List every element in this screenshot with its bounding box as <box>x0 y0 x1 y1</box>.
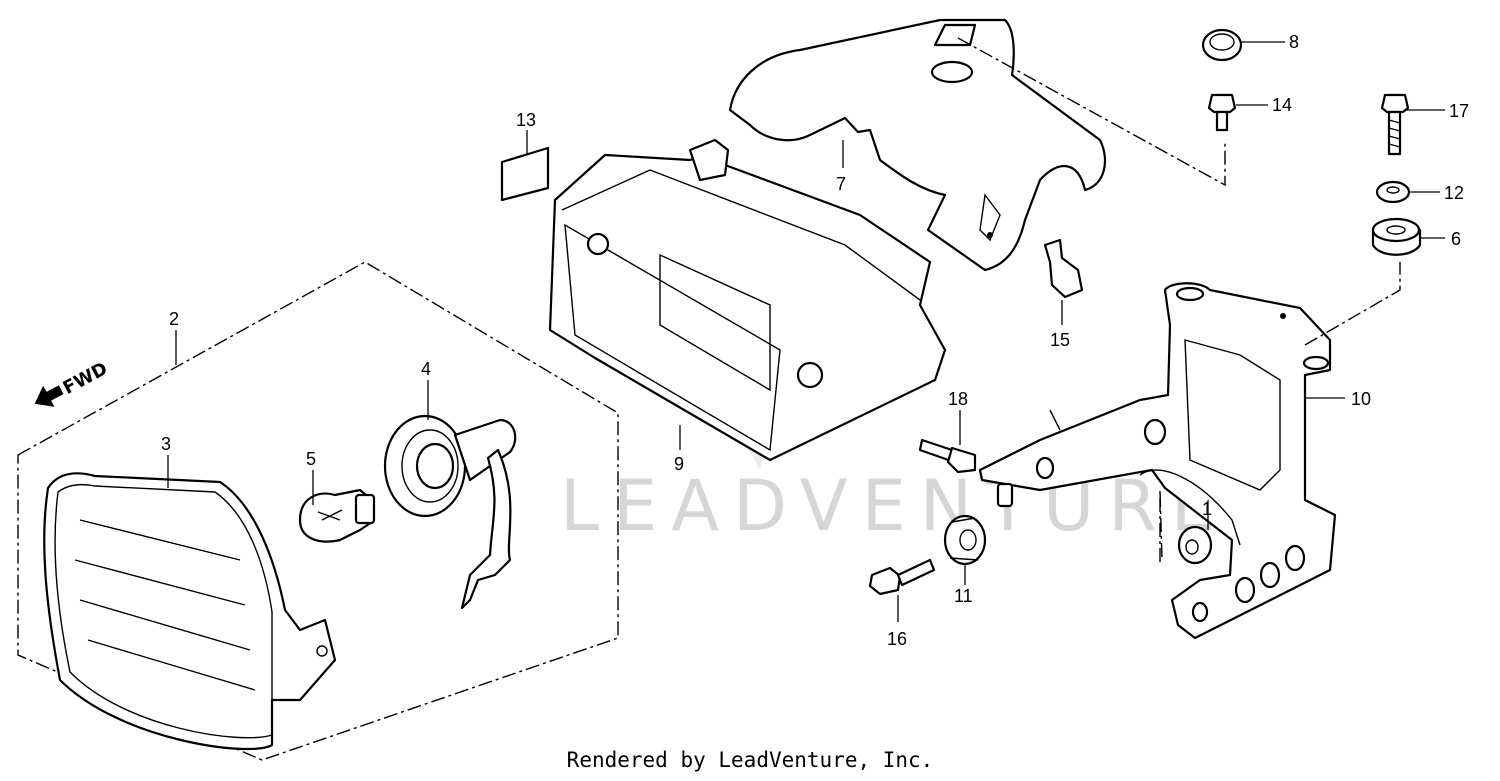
callout-15: 15 <box>1050 330 1070 350</box>
callout-1: 1 <box>1202 499 1212 519</box>
callout-10: 10 <box>1351 389 1371 409</box>
fwd-label: FWD <box>60 358 111 399</box>
collar-12 <box>1375 180 1411 204</box>
warning-label <box>500 146 550 202</box>
callout-9: 9 <box>674 454 684 474</box>
watermark-text: LEADVENTURE <box>560 465 1229 547</box>
callout-5: 5 <box>306 449 316 469</box>
callout-2: 2 <box>169 309 179 329</box>
grommet-6 <box>1371 217 1422 256</box>
headlight-unit <box>43 472 337 751</box>
callout-labels: 1 2 3 4 5 6 7 8 9 10 11 12 13 14 15 16 1… <box>161 32 1469 649</box>
mounting-line-grommet-1 <box>1159 489 1163 562</box>
leader-lines <box>167 41 1445 622</box>
bolt-17 <box>1380 93 1410 156</box>
callout-12: 12 <box>1444 183 1464 203</box>
bolt-18 <box>918 438 977 474</box>
callout-16: 16 <box>887 629 907 649</box>
bolt-14 <box>1207 93 1237 132</box>
headlight-bracket <box>978 282 1337 640</box>
clip-15 <box>1043 238 1084 299</box>
bolt-16 <box>868 558 936 596</box>
fwd-direction-arrow: FWD <box>34 358 111 407</box>
callout-8: 8 <box>1289 32 1299 52</box>
callout-17: 17 <box>1449 101 1469 121</box>
headlight-bulb <box>298 488 376 543</box>
grommet-1 <box>1177 525 1213 565</box>
callout-4: 4 <box>421 359 431 379</box>
headlight-case <box>548 138 947 462</box>
grommet-11 <box>943 514 987 566</box>
mounting-line-cover <box>957 37 1226 187</box>
callout-7: 7 <box>836 174 846 194</box>
callout-6: 6 <box>1451 229 1461 249</box>
render-credit: Rendered by LeadVenture, Inc. <box>566 748 934 772</box>
callout-3: 3 <box>161 434 171 454</box>
callout-14: 14 <box>1272 95 1292 115</box>
cap-plug <box>1201 28 1243 62</box>
headlight-cover <box>728 18 1107 272</box>
bulb-socket <box>383 414 517 610</box>
assembly-2-outline <box>17 261 619 761</box>
callout-11: 11 <box>954 586 973 606</box>
fwd-arrow-icon <box>34 385 64 407</box>
mounting-line-bracket <box>1304 262 1401 346</box>
callout-18: 18 <box>948 389 968 409</box>
callout-13: 13 <box>516 110 536 130</box>
